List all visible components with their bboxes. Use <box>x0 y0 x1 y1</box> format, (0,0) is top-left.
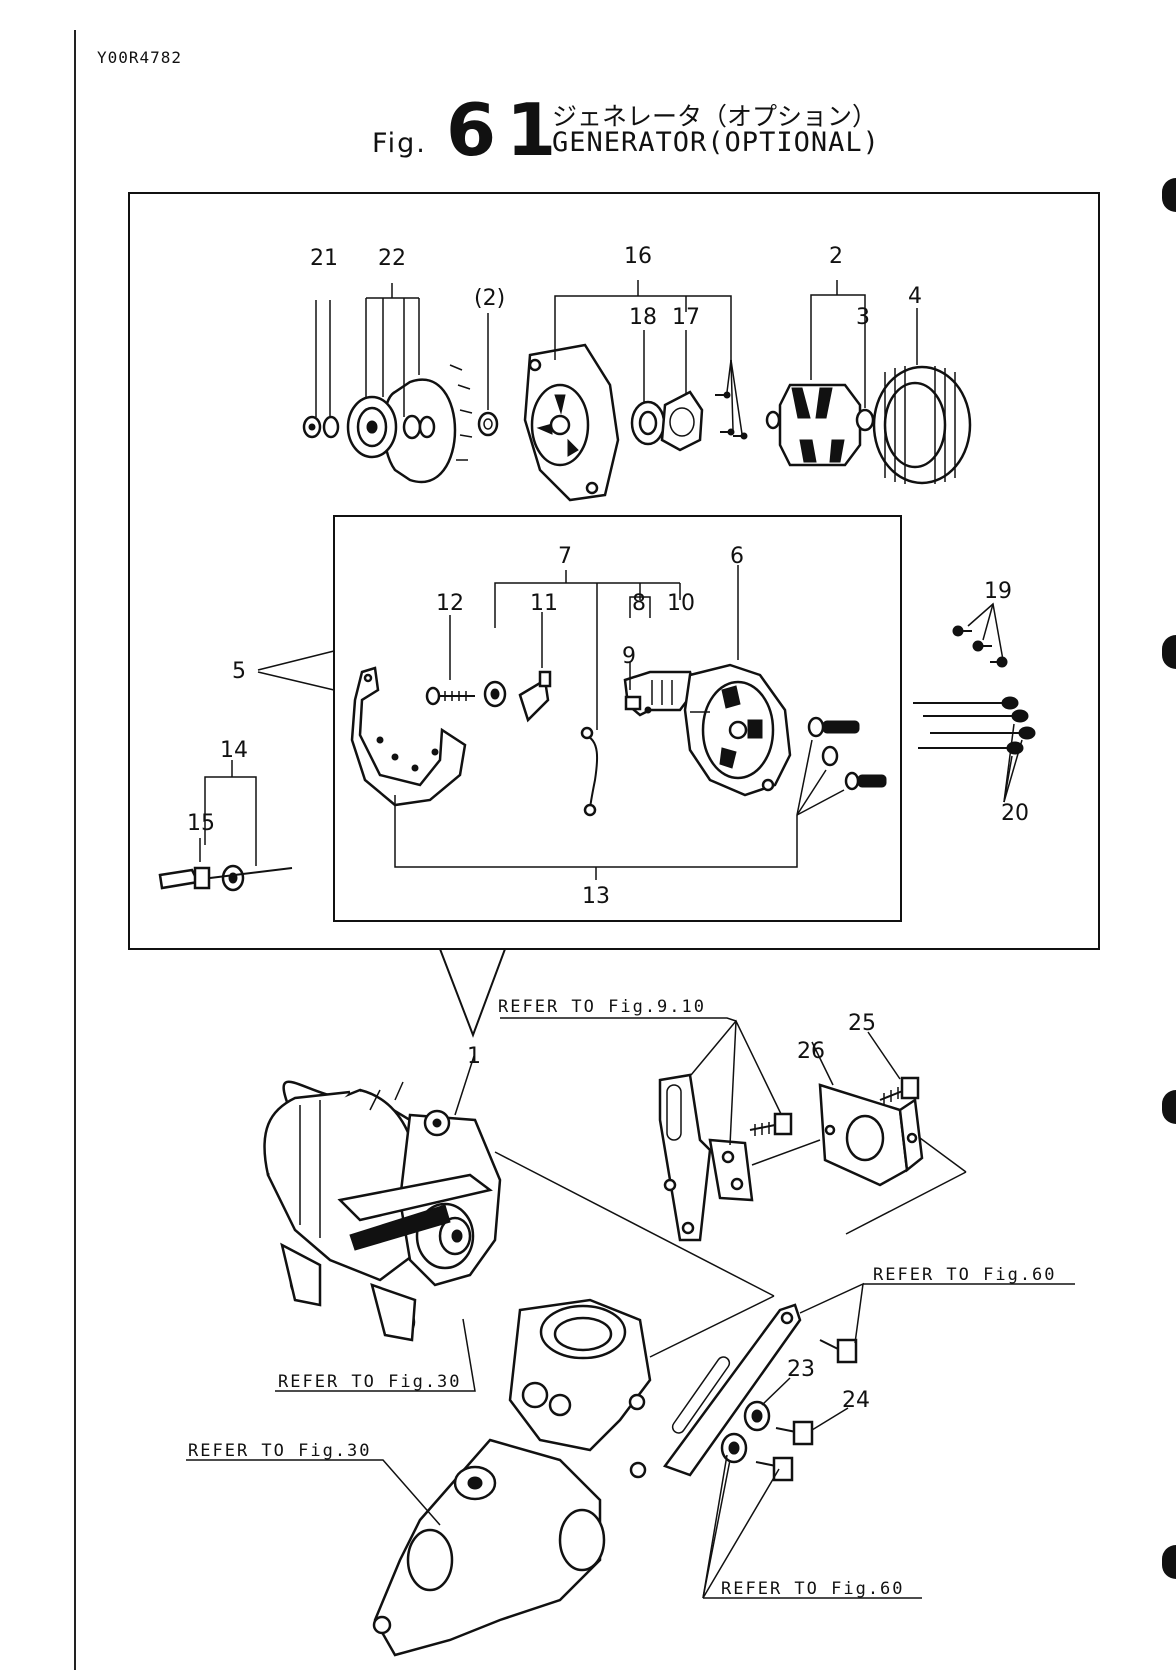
callout-13: 13 <box>582 884 610 909</box>
frame-pointer <box>440 949 505 1035</box>
part-21-nut-washer <box>304 417 338 437</box>
part-7-lead <box>582 728 597 815</box>
reference-fig-60-upper: REFER TO Fig.60 <box>873 1265 1057 1285</box>
part-11-brush <box>520 672 550 720</box>
callout-20: 20 <box>1001 801 1029 826</box>
detail-frame-outer <box>129 193 1099 949</box>
callout-8: 8 <box>632 591 646 616</box>
part-4-stator <box>874 366 970 484</box>
callout-19: 19 <box>984 579 1012 604</box>
reference-fig-30-upper: REFER TO Fig.30 <box>278 1372 462 1392</box>
part-7-nut <box>485 682 505 706</box>
part-bolt-upper <box>750 1114 791 1136</box>
callout-25: 25 <box>848 1011 876 1036</box>
callout-9: 9 <box>622 644 636 669</box>
part-fig60-bolt-top <box>820 1340 856 1362</box>
part-16-front-housing <box>525 345 618 500</box>
reference-fig-9-10: REFER TO Fig.9.10 <box>498 997 706 1017</box>
part-19-screws <box>953 626 1007 667</box>
part-2-collar <box>479 413 497 435</box>
callout-2-paren: (2) <box>474 286 505 311</box>
reference-fig-30-lower: REFER TO Fig.30 <box>188 1441 372 1461</box>
part-6-rear-housing <box>685 665 790 795</box>
callout-3: 3 <box>856 305 870 330</box>
part-24-bolt <box>756 1422 812 1480</box>
part-1-generator-assembly <box>264 1082 500 1340</box>
callout-26: 26 <box>797 1039 825 1064</box>
part-17-retainer-plate <box>662 392 702 450</box>
callout-5: 5 <box>232 659 246 684</box>
callout-21: 21 <box>310 246 338 271</box>
callout-7: 7 <box>558 544 572 569</box>
part-2-rotor <box>767 385 873 465</box>
callout-14: 14 <box>220 738 248 763</box>
callout-16: 16 <box>624 244 652 269</box>
part-14-terminal-bolt <box>160 866 292 890</box>
callout-23: 23 <box>787 1357 815 1382</box>
callout-18: 18 <box>629 305 657 330</box>
callout-4: 4 <box>908 284 922 309</box>
callout-24: 24 <box>842 1388 870 1413</box>
callout-10: 10 <box>667 591 695 616</box>
callout-11: 11 <box>530 591 558 616</box>
callout-2: 2 <box>829 244 843 269</box>
reference-fig-60-lower: REFER TO Fig.60 <box>721 1579 905 1599</box>
callout-17: 17 <box>672 305 700 330</box>
part-bracket-upper <box>660 1075 752 1240</box>
part-water-pump-housing <box>374 1300 650 1655</box>
callout-12: 12 <box>436 591 464 616</box>
callout-22: 22 <box>378 246 406 271</box>
part-26-bracket-plate <box>820 1085 922 1185</box>
part-18-bearing <box>632 402 664 444</box>
part-12-screw <box>427 688 475 704</box>
callout-15: 15 <box>187 811 215 836</box>
callout-1: 1 <box>467 1044 481 1069</box>
part-20-through-bolts <box>913 697 1035 754</box>
part-13-rectifier <box>352 668 465 805</box>
callout-6: 6 <box>730 544 744 569</box>
